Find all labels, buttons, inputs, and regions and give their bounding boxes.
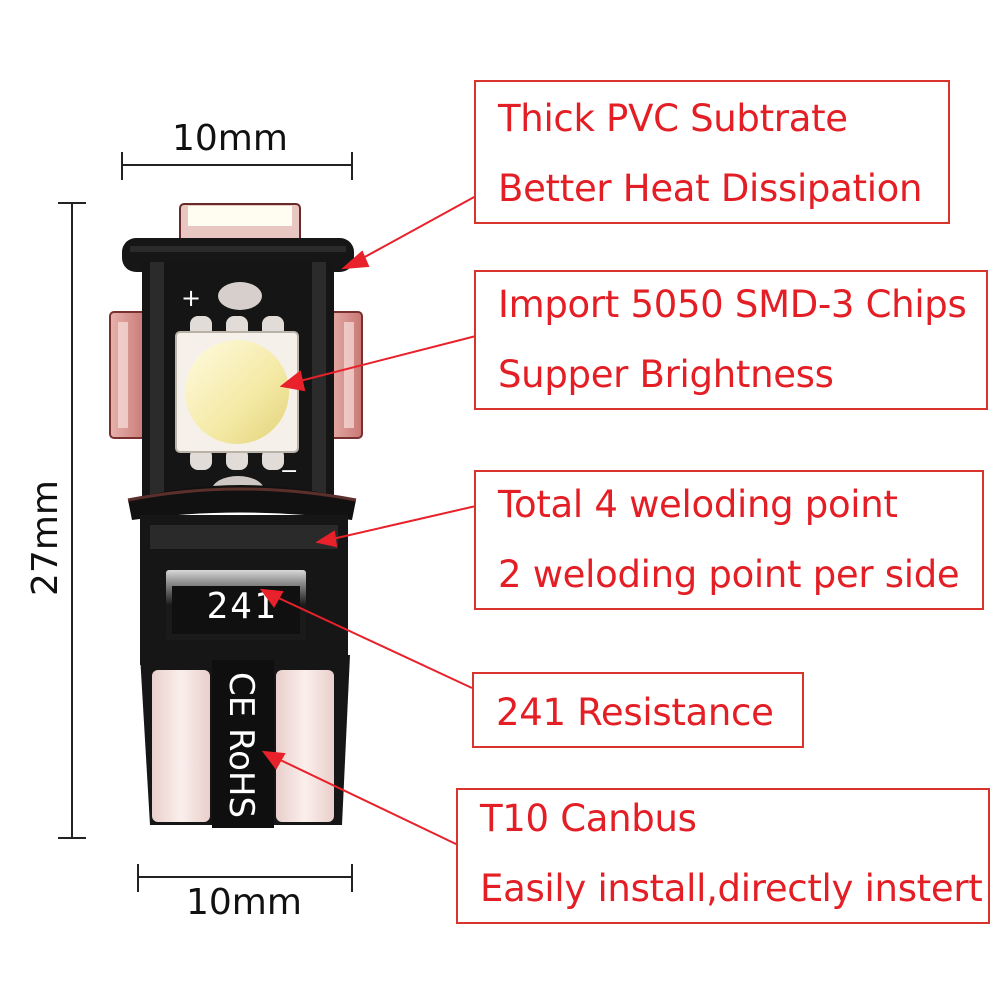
arrow-chips xyxy=(279,335,477,392)
height-dimension xyxy=(58,202,86,839)
t10-bulb: + − 241 CE RoHS xyxy=(109,203,363,828)
arrow-welding xyxy=(315,505,477,548)
callout-resistance: 241 Resistance xyxy=(472,672,804,748)
callout-line: Easily install,directly instert xyxy=(480,867,983,910)
top-width-dimension xyxy=(121,152,353,180)
callout-canbus: T10 Canbus Easily install,directly inste… xyxy=(456,788,990,924)
bottom-width-label: 10mm xyxy=(186,882,302,923)
callout-line: Thick PVC Subtrate xyxy=(498,97,848,140)
left-contact-pad xyxy=(152,670,210,822)
callout-line: Total 4 weloding point xyxy=(498,483,898,526)
right-contact-pad xyxy=(276,670,334,822)
callout-line: 241 Resistance xyxy=(496,691,774,734)
pcb-ce-rohs-marking: CE RoHS xyxy=(221,672,261,818)
callout-line: Better Heat Dissipation xyxy=(498,167,923,210)
callout-arrows xyxy=(259,195,477,846)
callout-welding-points: Total 4 weloding point 2 weloding point … xyxy=(474,470,984,610)
callout-line: Import 5050 SMD-3 Chips xyxy=(498,283,967,326)
polarity-minus: − xyxy=(280,459,298,484)
callout-line: 2 weloding point per side xyxy=(498,553,960,596)
callout-pvc-substrate: Thick PVC Subtrate Better Heat Dissipati… xyxy=(474,80,950,224)
arrow-resistance xyxy=(259,588,473,689)
callout-line: T10 Canbus xyxy=(480,797,697,840)
top-width-label: 10mm xyxy=(172,118,288,159)
height-label: 27mm xyxy=(25,480,66,596)
callout-5050-chips: Import 5050 SMD-3 Chips Supper Brightnes… xyxy=(474,270,988,410)
callout-line: Supper Brightness xyxy=(498,353,834,396)
bottom-width-dimension xyxy=(137,864,353,892)
arrow-substrate xyxy=(341,195,477,270)
polarity-plus: + xyxy=(181,284,201,312)
led-lens xyxy=(185,340,289,444)
arrow-canbus xyxy=(261,750,459,846)
